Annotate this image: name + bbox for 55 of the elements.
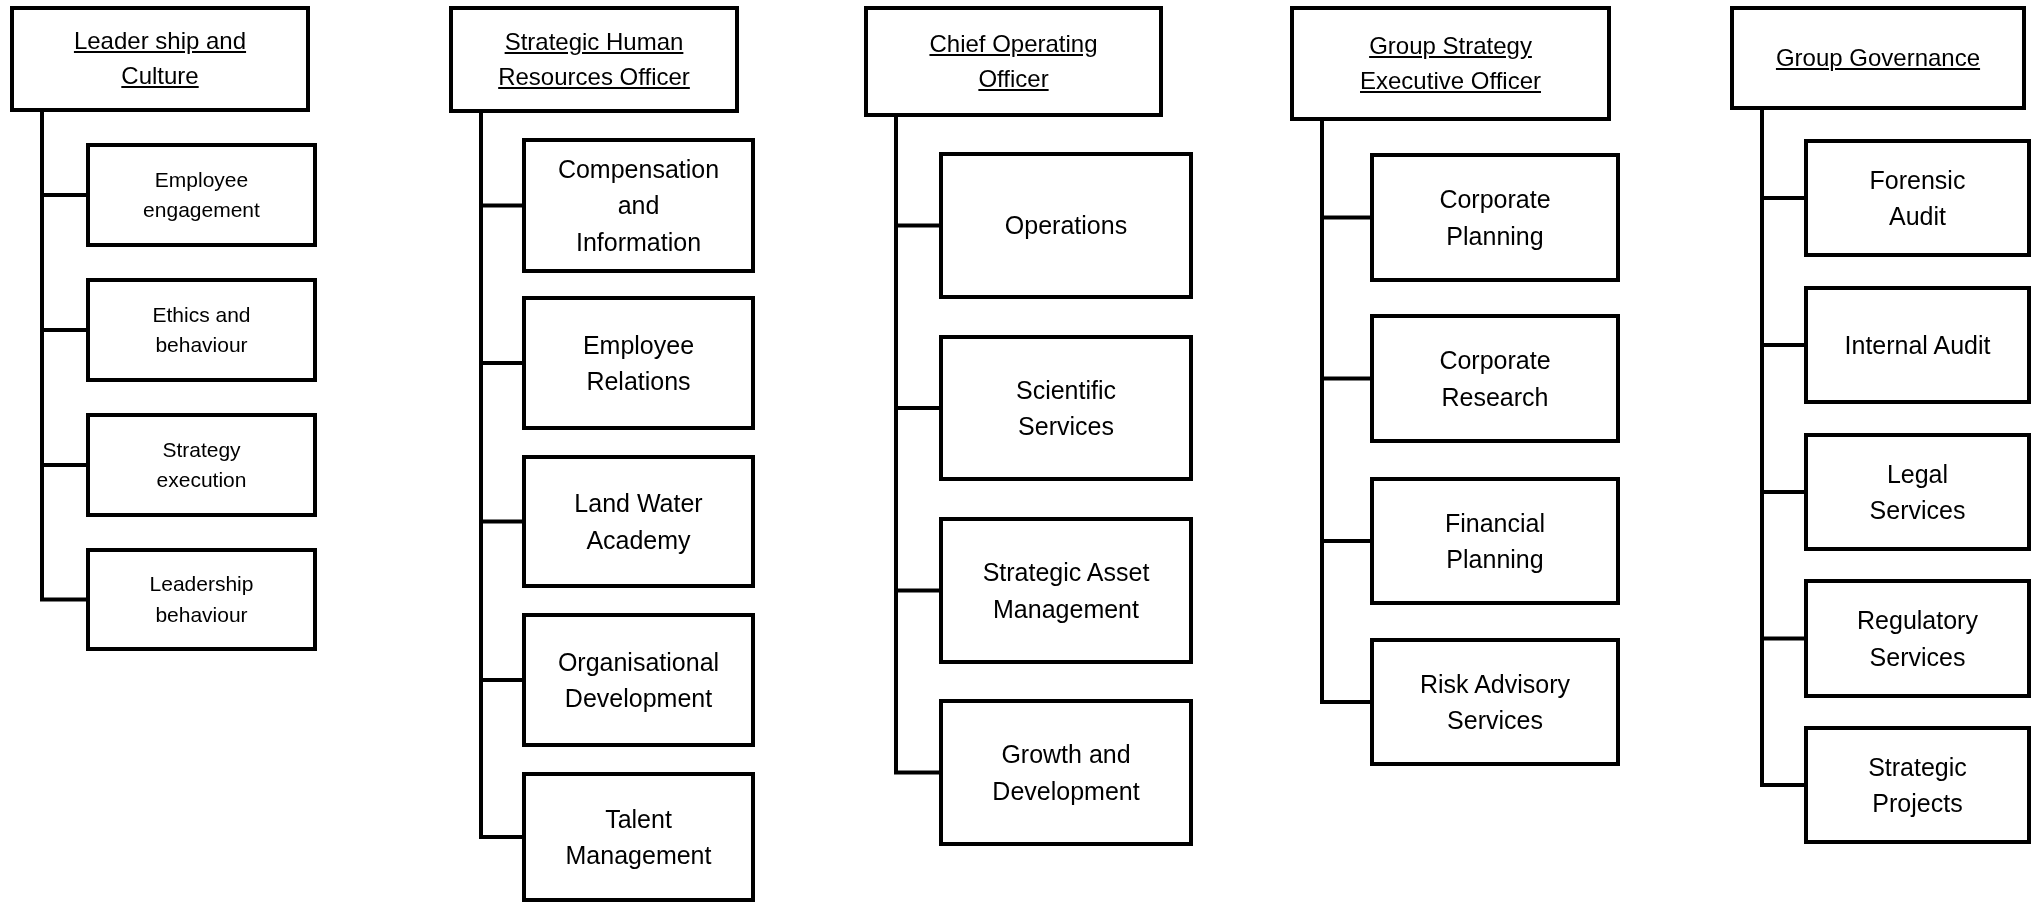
header-title: Strategic Human Resources Officer (497, 26, 691, 92)
department-header-box (1290, 6, 1611, 121)
unit-name: Strategic Projects (1867, 751, 1968, 819)
header-title: Chief Operating Officer (928, 28, 1099, 94)
unit-name: Leadership behaviour (148, 571, 255, 628)
unit-name: Compensation and Information (557, 154, 720, 258)
unit-name: Strategic Asset Management (981, 557, 1151, 625)
unit-box (86, 548, 317, 651)
unit-name: Regulatory Services (1856, 605, 1979, 673)
header-title: Group Governance (1775, 42, 1981, 73)
unit-box (86, 143, 317, 247)
unit-name: Employee engagement (142, 166, 261, 223)
unit-name: Risk Advisory Services (1418, 668, 1571, 736)
header-title: Group Strategy Executive Officer (1359, 30, 1542, 96)
unit-box (522, 296, 755, 430)
unit-name: Organisational Development (557, 646, 720, 714)
unit-box (1370, 314, 1620, 443)
unit-box (522, 138, 755, 273)
unit-box (522, 455, 755, 588)
department-header-box (1730, 6, 2026, 110)
unit-name: Growth and Development (991, 739, 1141, 807)
unit-name: Corporate Planning (1438, 184, 1552, 252)
unit-name: Forensic Audit (1868, 164, 1967, 232)
unit-name: Strategy execution (155, 436, 248, 493)
unit-box (86, 413, 317, 517)
unit-name: Legal Services (1868, 458, 1967, 526)
unit-box (1804, 139, 2031, 257)
connector-line (40, 112, 86, 602)
unit-box (939, 699, 1193, 846)
department-header-box (10, 6, 310, 112)
unit-name: Financial Planning (1443, 507, 1547, 575)
unit-box (1804, 433, 2031, 551)
unit-name: Scientific Services (1014, 374, 1117, 442)
unit-name: Operations (1004, 210, 1128, 242)
unit-box (522, 613, 755, 747)
unit-box (1804, 286, 2031, 404)
header-title: Leader ship and Culture (72, 26, 248, 91)
unit-box (1370, 638, 1620, 766)
unit-name: Talent Management (564, 803, 713, 871)
unit-box (86, 278, 317, 382)
unit-box (939, 517, 1193, 664)
unit-box (522, 772, 755, 902)
unit-box (1370, 477, 1620, 605)
unit-name: Corporate Research (1438, 345, 1552, 413)
department-header-box (449, 6, 739, 113)
unit-box (1370, 153, 1620, 282)
department-header-box (864, 6, 1163, 117)
unit-name: Internal Audit (1844, 329, 1991, 361)
unit-box (939, 335, 1193, 481)
unit-name: Employee Relations (581, 329, 696, 397)
unit-box (1804, 579, 2031, 698)
unit-name: Land Water Academy (573, 488, 704, 556)
unit-name: Ethics and behaviour (151, 301, 252, 358)
unit-box (939, 152, 1193, 299)
unit-box (1804, 726, 2031, 844)
